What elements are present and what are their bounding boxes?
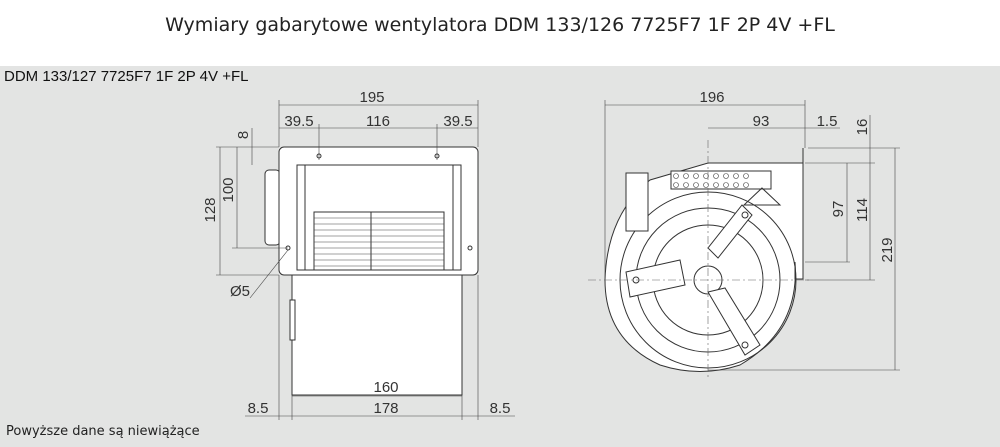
dim-outlet-inner: 97 (830, 201, 847, 218)
page-title: Wymiary gabarytowe wentylatora DDM 133/1… (165, 14, 835, 36)
warning-icon (742, 187, 782, 206)
impeller-blades (313, 211, 445, 271)
dim-inner-height: 100 (220, 177, 237, 202)
dim-outlet-height: 114 (854, 198, 871, 222)
dim-side-left: 8.5 (248, 400, 269, 417)
mount-hole-icon (467, 245, 473, 251)
dim-side-right: 8.5 (490, 400, 511, 417)
front-view: 195 39.5 116 39.5 8 128 100 Ø5 160 178 8… (202, 89, 515, 420)
dim-hole-spacing: 116 (366, 113, 390, 130)
dim-top-offset: 16 (854, 119, 871, 136)
drawing-panel (0, 66, 1000, 447)
dim-flange-thickness: 1.5 (817, 113, 838, 130)
model-label: DDM 133/127 7725F7 1F 2P 4V +FL (4, 68, 249, 85)
dim-overall-height: 219 (879, 237, 896, 262)
motor-housing (291, 274, 463, 396)
motor-brackets (625, 204, 761, 356)
dim-hole-diameter: Ø5 (230, 283, 250, 300)
dim-base-width: 178 (373, 400, 398, 417)
side-view: 196 93 1.5 16 97 114 219 (588, 89, 900, 378)
dim-top-offset: 8 (235, 131, 252, 139)
disclaimer-note: Powyższe dane są niewiążące (6, 424, 200, 439)
dim-overall-width: 196 (699, 89, 724, 106)
dim-overall-width: 195 (359, 89, 384, 106)
capacitor-side (264, 169, 281, 246)
dim-motor-width: 160 (373, 379, 398, 396)
capacitor (625, 172, 649, 232)
dim-flange-height: 128 (202, 197, 219, 222)
terminal-block (670, 170, 772, 190)
dim-hole-offset-right: 39.5 (443, 113, 472, 130)
dim-hole-offset-left: 39.5 (284, 113, 313, 130)
dim-axis-to-flange: 93 (753, 113, 770, 130)
